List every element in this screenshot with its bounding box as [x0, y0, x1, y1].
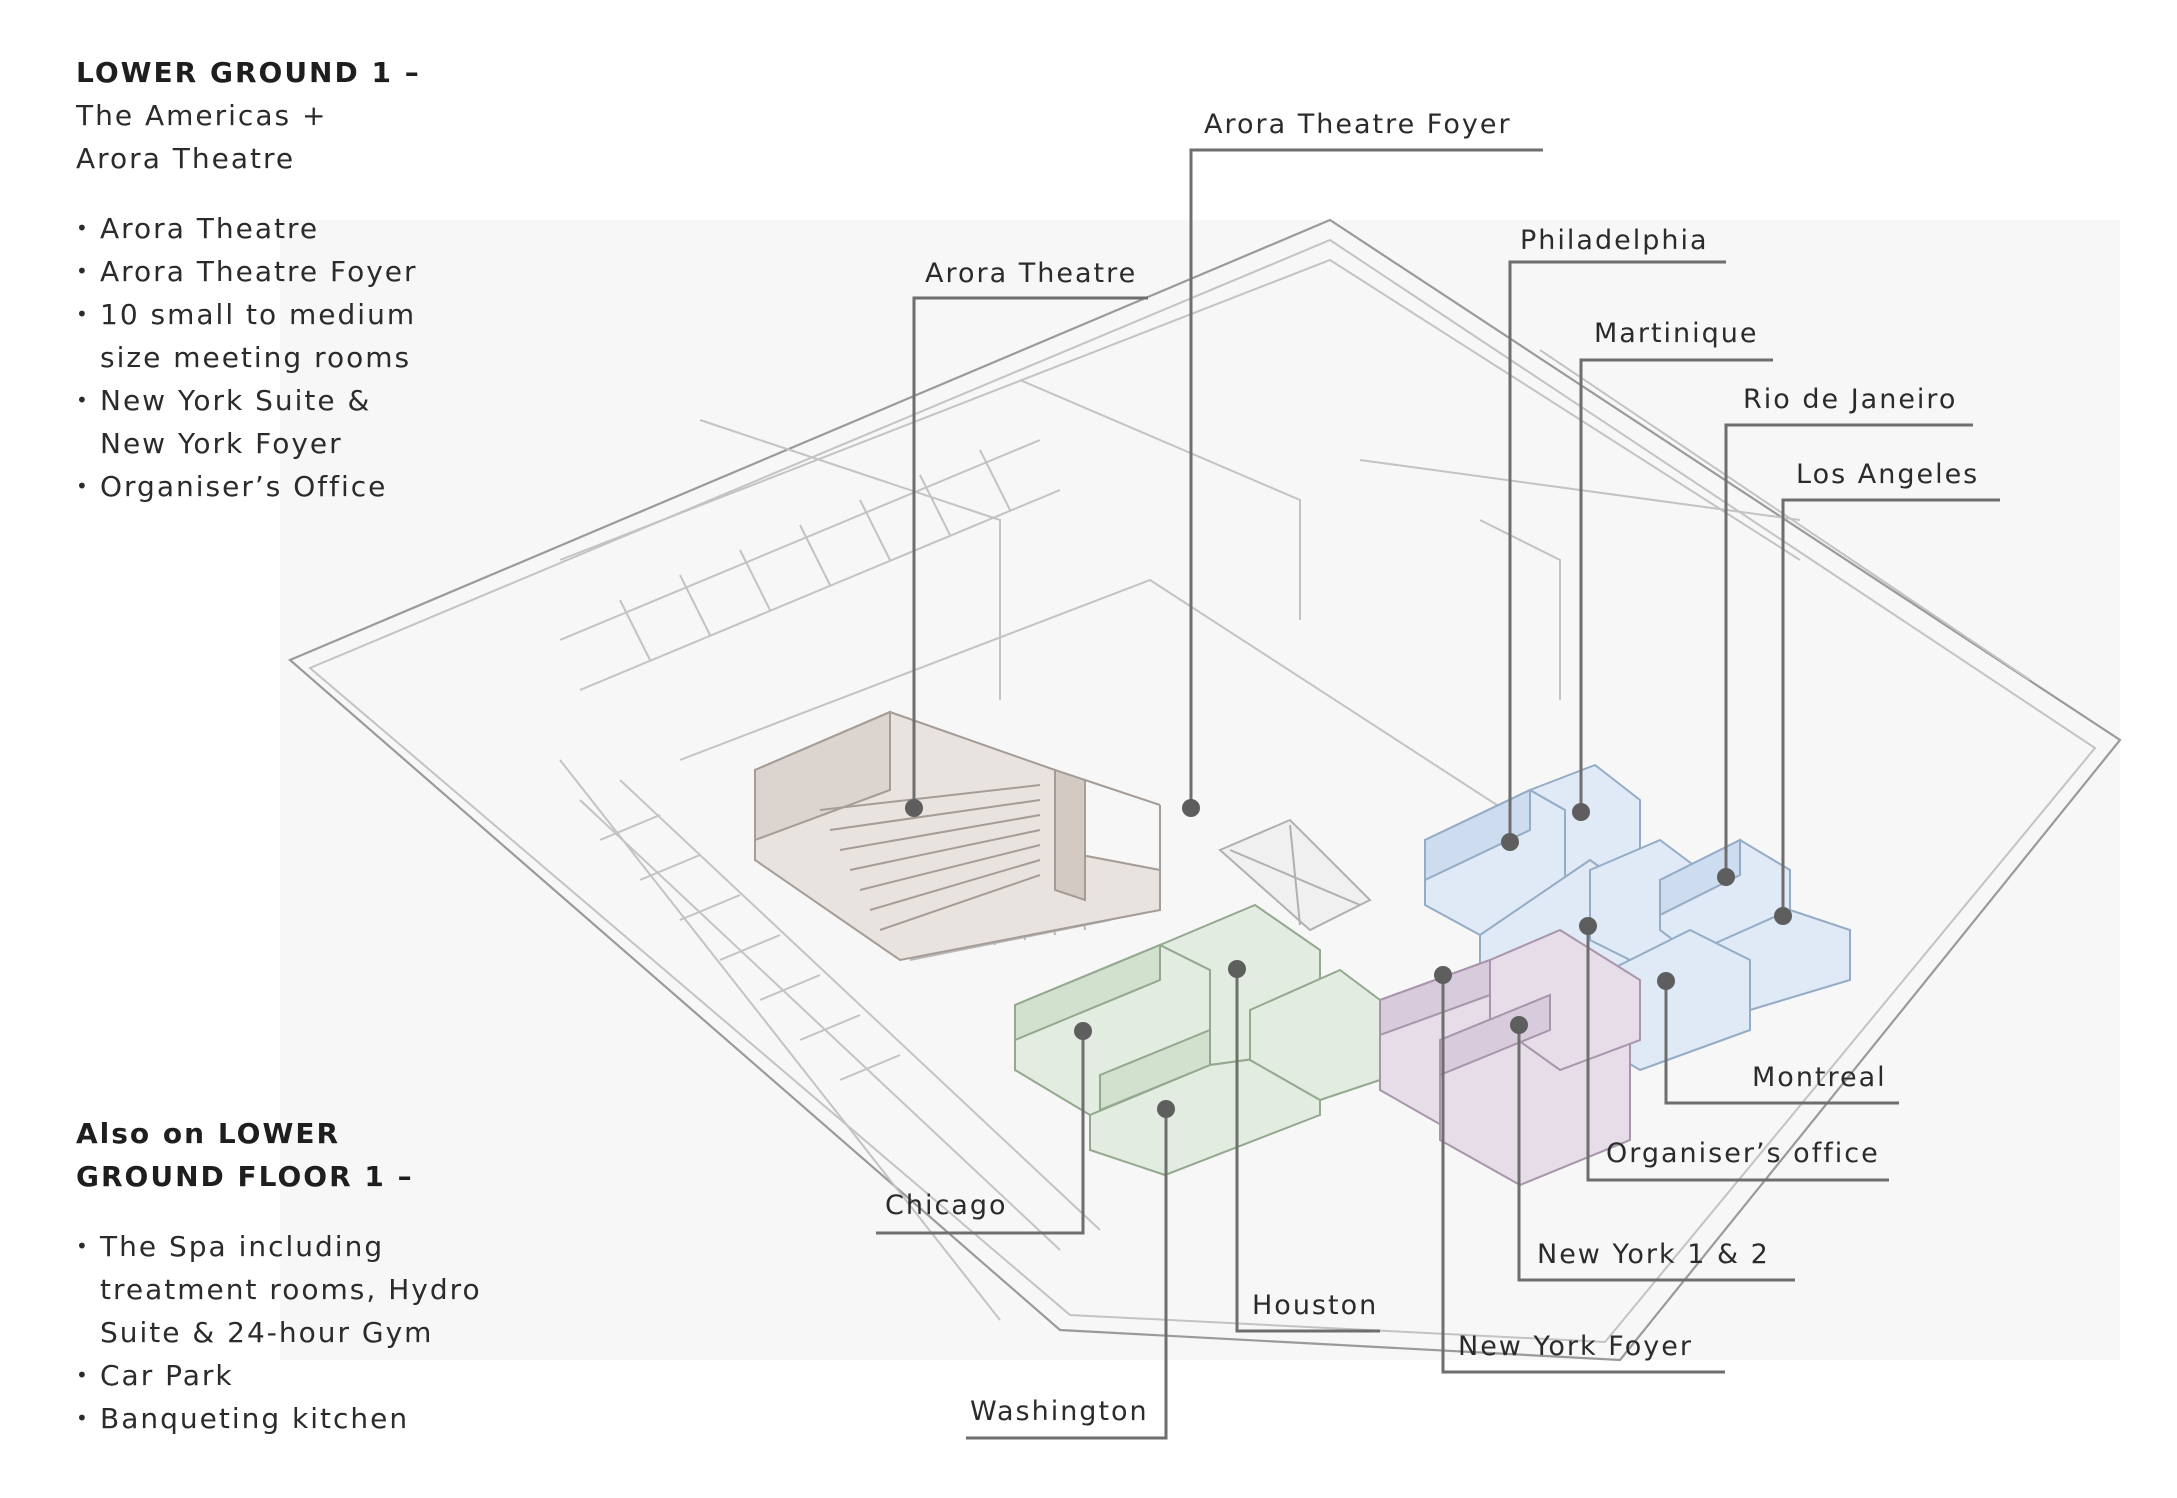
leader-lines	[876, 148, 2000, 1440]
label-houston: Houston	[1252, 1290, 1378, 1321]
leader-new-york-foyer	[1441, 975, 1725, 1374]
label-rio-de-janeiro: Rio de Janeiro	[1743, 384, 1957, 415]
leader-organisers-office	[1586, 926, 1889, 1182]
label-new-york-1-2: New York 1 & 2	[1537, 1239, 1770, 1270]
leader-arora-theatre-foyer	[1189, 148, 1543, 808]
label-philadelphia: Philadelphia	[1520, 225, 1709, 256]
dot-montreal	[1657, 972, 1675, 990]
leader-washington	[966, 1109, 1168, 1440]
parking-bays	[559, 439, 1101, 1251]
leader-philadelphia	[1508, 260, 1726, 842]
dot-los-angeles	[1774, 907, 1792, 925]
arora-theatre-block	[754, 710, 1161, 962]
also-item: The Spa including	[76, 1225, 596, 1268]
label-organisers-office: Organiser’s office	[1606, 1138, 1880, 1169]
also-item: Car Park	[76, 1354, 596, 1397]
dot-arora-theatre-foyer	[1182, 799, 1200, 817]
also-on-panel: Also on LOWER GROUND FLOOR 1 – The Spa i…	[76, 1112, 596, 1440]
leader-houston	[1235, 969, 1380, 1333]
also-item-continuation: Suite & 24-hour Gym	[100, 1316, 434, 1349]
feature-item-continuation: New York Foyer	[100, 427, 343, 460]
label-arora-theatre: Arora Theatre	[925, 258, 1137, 289]
dot-washington	[1157, 1100, 1175, 1118]
dot-organisers-office	[1579, 917, 1597, 935]
dot-new-york-1-2	[1510, 1016, 1528, 1034]
building-outline	[287, 218, 2122, 1362]
dot-martinique	[1572, 803, 1590, 821]
dot-houston	[1228, 960, 1246, 978]
feature-item: New York Suite &	[76, 379, 596, 422]
floor-info-panel: LOWER GROUND 1 – The Americas + Arora Th…	[76, 51, 596, 508]
dot-philadelphia	[1501, 833, 1519, 851]
leader-montreal	[1664, 981, 1899, 1105]
location-dots	[905, 799, 1792, 1118]
also-heading-line2: GROUND FLOOR 1 –	[76, 1160, 414, 1193]
also-heading-line1: Also on LOWER	[76, 1117, 341, 1150]
label-new-york-foyer: New York Foyer	[1458, 1331, 1693, 1362]
leader-rio-de-janeiro	[1724, 423, 1973, 877]
feature-item: 10 small to medium	[76, 293, 596, 336]
dot-new-york-foyer	[1434, 966, 1452, 984]
label-montreal: Montreal	[1752, 1062, 1887, 1093]
floor-subtitle-line1: The Americas +	[76, 99, 328, 132]
feature-item: Arora Theatre	[76, 207, 596, 250]
feature-item: Organiser’s Office	[76, 465, 596, 508]
also-list: The Spa including treatment rooms, Hydro…	[76, 1225, 596, 1440]
leader-new-york-1-2	[1517, 1025, 1795, 1282]
leader-chicago	[876, 1031, 1085, 1235]
label-los-angeles: Los Angeles	[1796, 459, 1979, 490]
feature-item-continuation: size meeting rooms	[100, 341, 412, 374]
floor-subtitle-line2: Arora Theatre	[76, 142, 296, 175]
leader-los-angeles	[1781, 498, 2000, 916]
leader-martinique	[1579, 358, 1773, 812]
dot-rio-de-janeiro	[1717, 868, 1735, 886]
label-washington: Washington	[970, 1396, 1149, 1427]
purple-rooms	[1379, 928, 1641, 1187]
leader-arora-theatre	[912, 296, 1148, 808]
also-item: Banqueting kitchen	[76, 1397, 596, 1440]
label-arora-theatre-foyer: Arora Theatre Foyer	[1204, 109, 1512, 140]
floor-title: LOWER GROUND 1 –	[76, 56, 421, 89]
callout-labels: Arora Theatre Foyer Arora Theatre Philad…	[885, 109, 1979, 1427]
dot-chicago	[1074, 1022, 1092, 1040]
dot-arora-theatre	[905, 799, 923, 817]
label-chicago: Chicago	[885, 1190, 1008, 1221]
feature-list: Arora Theatre Arora Theatre Foyer 10 sma…	[76, 207, 596, 508]
also-item-continuation: treatment rooms, Hydro	[100, 1273, 482, 1306]
green-rooms	[1014, 903, 1381, 1177]
feature-item: Arora Theatre Foyer	[76, 250, 596, 293]
label-martinique: Martinique	[1594, 318, 1759, 349]
